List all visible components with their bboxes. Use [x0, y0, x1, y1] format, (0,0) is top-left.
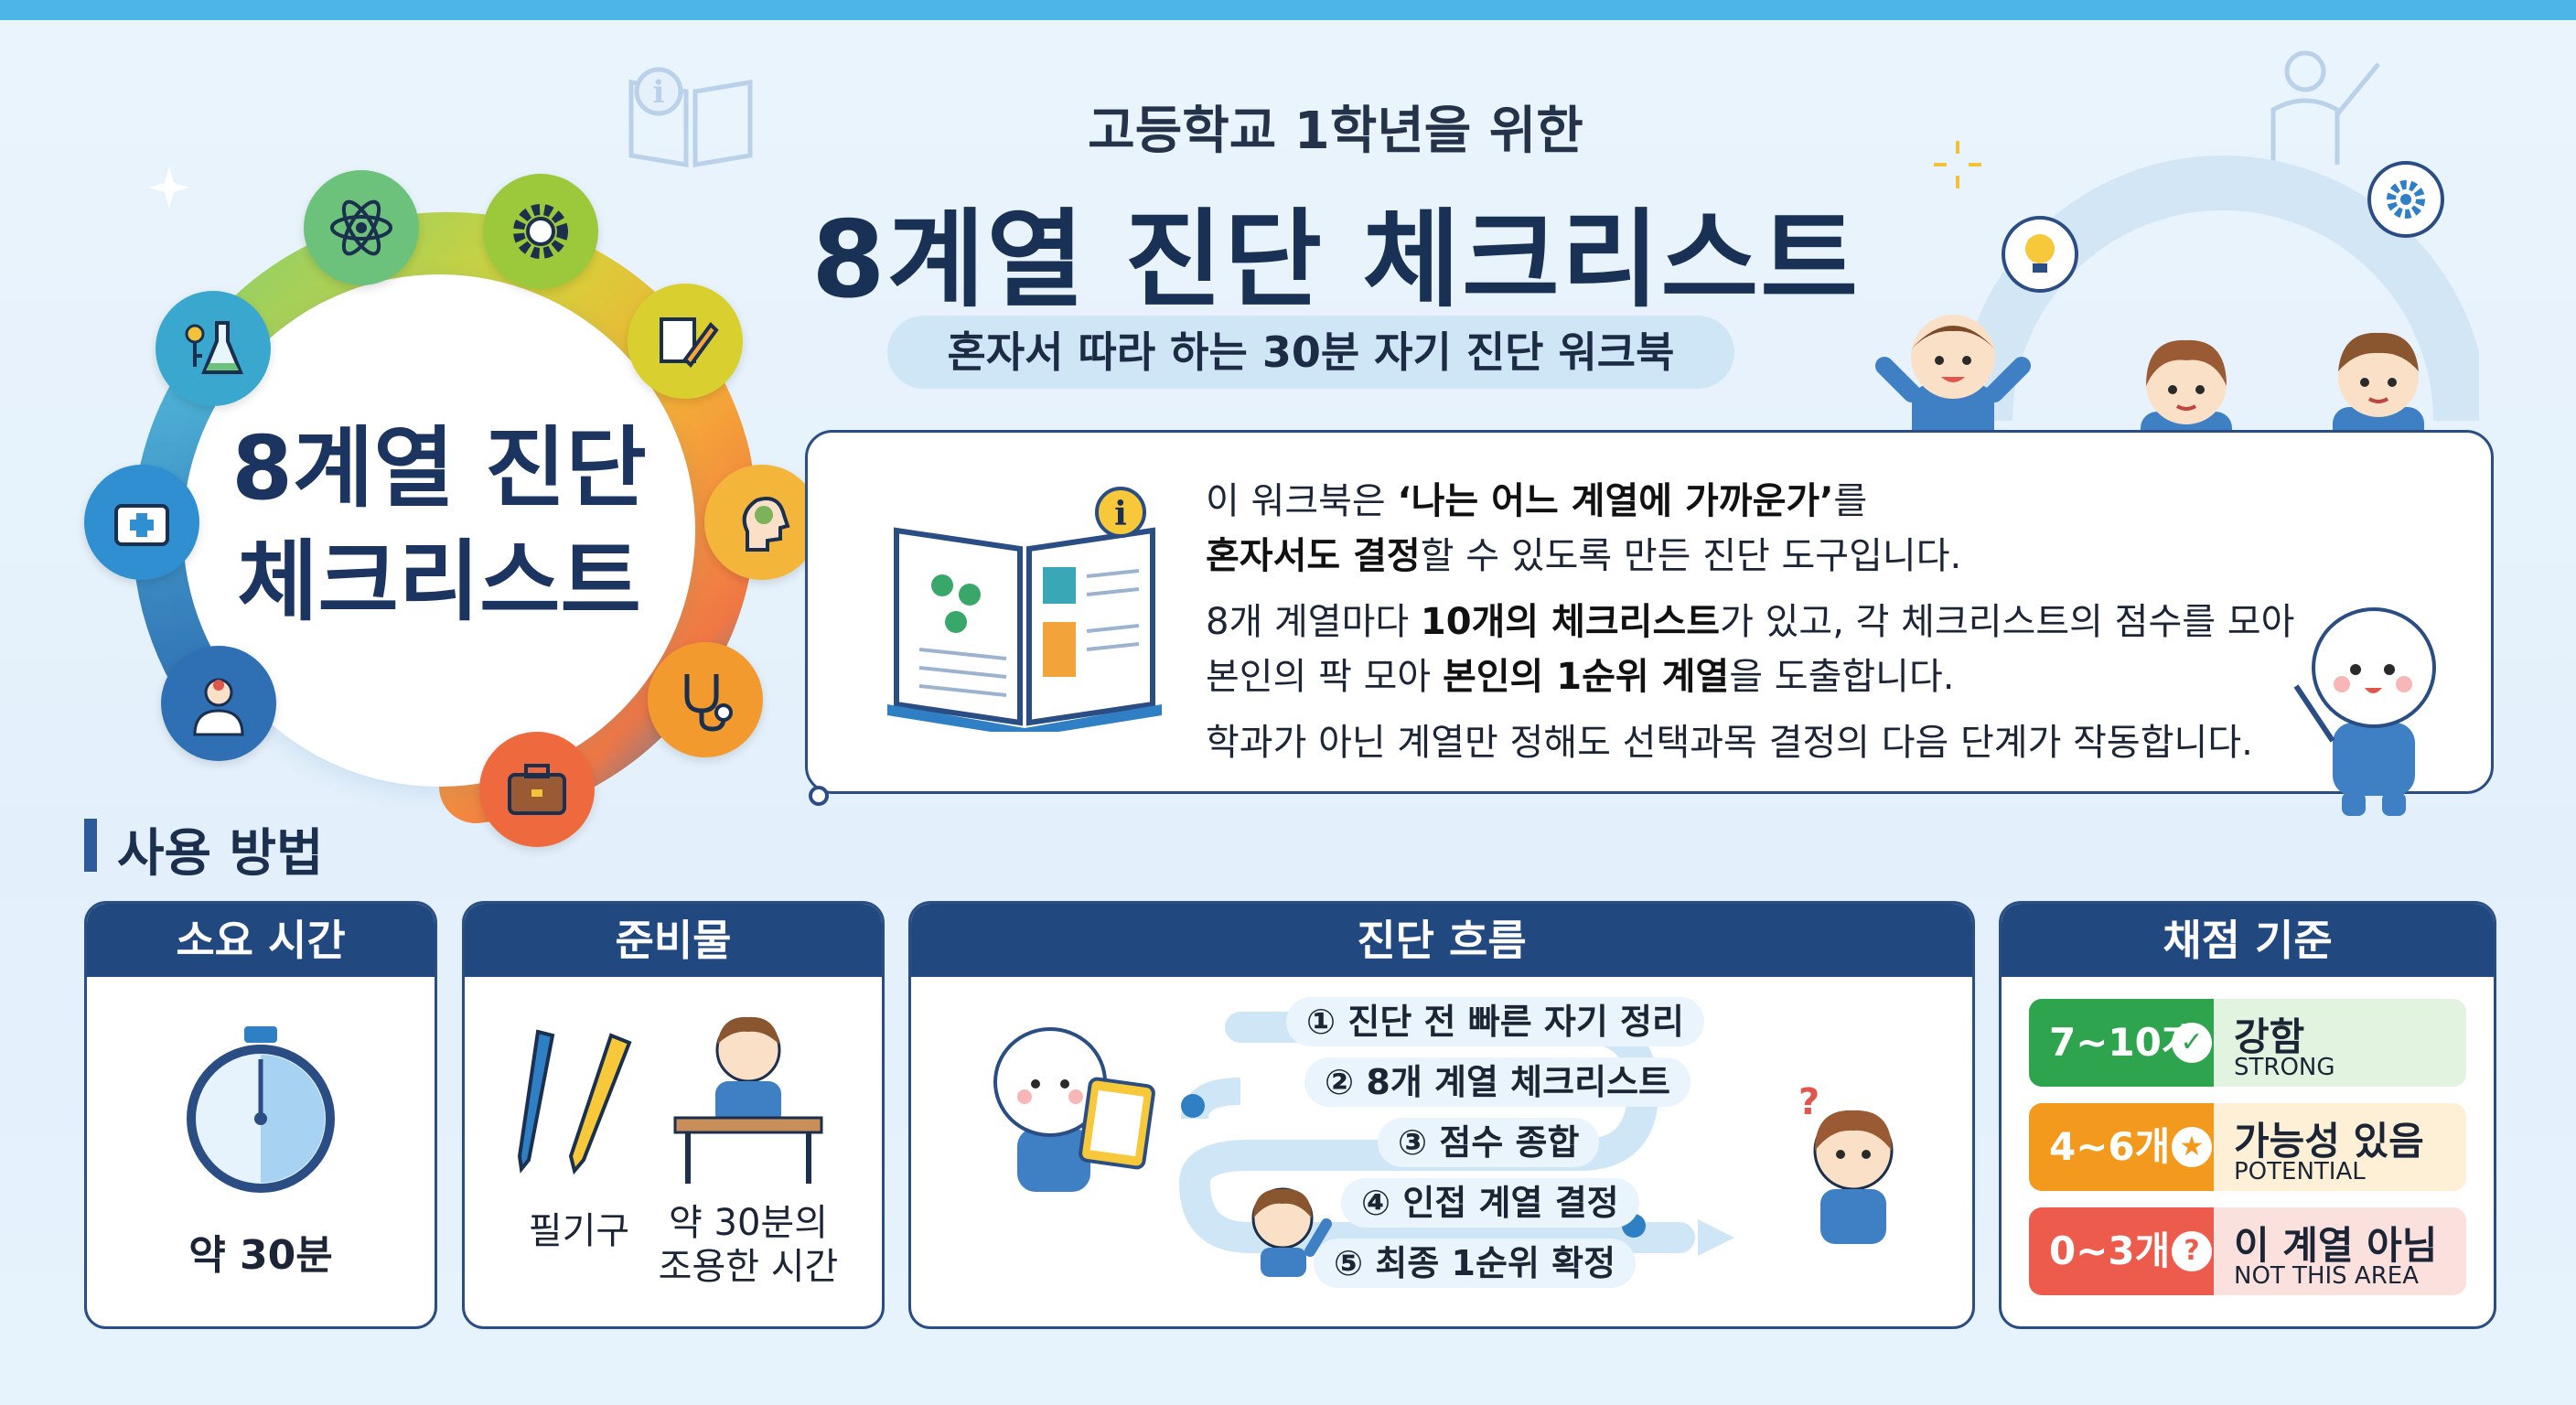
materials-card-header: 준비물: [465, 904, 882, 977]
materials-item-1: 필기구: [528, 1210, 630, 1252]
first-aid-kit-icon: [84, 465, 199, 580]
flow-step-3: ③ 점수 종합: [1378, 1118, 1600, 1167]
gear-bubble-icon: [2367, 161, 2444, 238]
ring-title-line1: 8계열 진단: [231, 417, 647, 520]
score-label-ko: 가능성 있음: [2234, 1119, 2424, 1164]
sparkle-star-small-icon: [148, 166, 190, 209]
doctor-icon: [161, 646, 276, 761]
book-info-deco-icon: i: [628, 67, 753, 167]
svg-text:?: ?: [1798, 1081, 1819, 1123]
flow-step-2: ② 8개 계열 체크리스트: [1304, 1057, 1690, 1107]
time-value: 약 30분: [188, 1232, 333, 1279]
score-range: 0~3개: [2029, 1207, 2214, 1295]
atom-icon: [304, 170, 419, 285]
ring-title: 8계열 진단 체크리스트: [183, 412, 695, 638]
svg-text:i: i: [1114, 495, 1127, 533]
scoring-card-header: 채점 기준: [2002, 904, 2494, 977]
flow-step-1: ① 진단 전 빠른 자기 정리: [1286, 997, 1704, 1046]
flow-step-4: ④ 인접 계열 결정: [1341, 1178, 1639, 1228]
score-label-en: STRONG: [2234, 1054, 2335, 1081]
materials-item-2: 약 30분의 조용한 시간: [658, 1202, 839, 1288]
score-label-en: NOT THIS AREA: [2234, 1262, 2419, 1290]
student-waving-icon: [1251, 1187, 1332, 1277]
mascot-clipboard-icon: [993, 1027, 1155, 1192]
section-title: 사용 방법: [117, 824, 324, 884]
time-card: 소요 시간 약 30분: [84, 901, 437, 1329]
flask-key-icon: [156, 291, 271, 406]
score-label-ko: 이 계열 아님: [2234, 1223, 2438, 1268]
check-icon: ✓: [2172, 1023, 2212, 1063]
presenter-deco-icon: [2270, 50, 2380, 165]
briefcase-icon: [479, 732, 595, 847]
lightbulb-bubble-icon: [2002, 216, 2078, 293]
score-label-ko: 강함: [2234, 1014, 2305, 1059]
time-card-header: 소요 시간: [87, 904, 435, 977]
question-icon: ?: [2172, 1231, 2212, 1271]
student-at-desk-icon: [673, 1016, 823, 1184]
score-label-en: POTENTIAL: [2234, 1158, 2366, 1185]
student-raising-hands-icon: [1875, 315, 2031, 448]
ring-title-line2: 체크리스트: [237, 531, 641, 633]
sup-title: 고등학교 1학년을 위한: [1088, 102, 1583, 161]
flow-card: 진단 흐름 ① 진단 전 빠른 자기 정리 ② 8개 계열 체크리스트 ③ 점수…: [908, 901, 1975, 1329]
flow-card-header: 진단 흐름: [911, 904, 1972, 977]
flow-step-5: ⑤ 최종 1순위 확정: [1314, 1239, 1637, 1288]
section-title-bar: [84, 819, 97, 872]
sparkle-icon: [1934, 141, 1981, 188]
pencil-paper-icon: [628, 284, 743, 399]
pen-pencil-icon: [517, 1029, 632, 1175]
open-book-icon: i: [887, 487, 1162, 732]
svg-text:i: i: [653, 74, 665, 111]
head-profile-icon: [704, 465, 820, 580]
top-accent-bar: [0, 0, 2576, 20]
stopwatch-icon: [187, 1026, 335, 1193]
gear-wrench-icon: [483, 174, 598, 289]
star-icon: ★: [2172, 1127, 2212, 1167]
materials-card: 준비물 필기구 약 30분의 조용한 시간: [462, 901, 885, 1329]
mascot-pointer-icon: [2293, 607, 2436, 816]
subtitle-pill: 혼자서 따라 하는 30분 자기 진단 워크북: [887, 316, 1734, 389]
connector-dot: [809, 786, 829, 806]
arch-deco: [1967, 156, 2479, 421]
intro-para-3: 학과가 아닌 계열만 정해도 선택과목 결정의 다음 단계가 작동합니다.: [1206, 722, 2253, 764]
stethoscope-icon: [648, 642, 763, 757]
page-title: 8계열 진단 체크리스트: [811, 198, 1860, 322]
student-question-icon: ?: [1798, 1081, 1894, 1244]
